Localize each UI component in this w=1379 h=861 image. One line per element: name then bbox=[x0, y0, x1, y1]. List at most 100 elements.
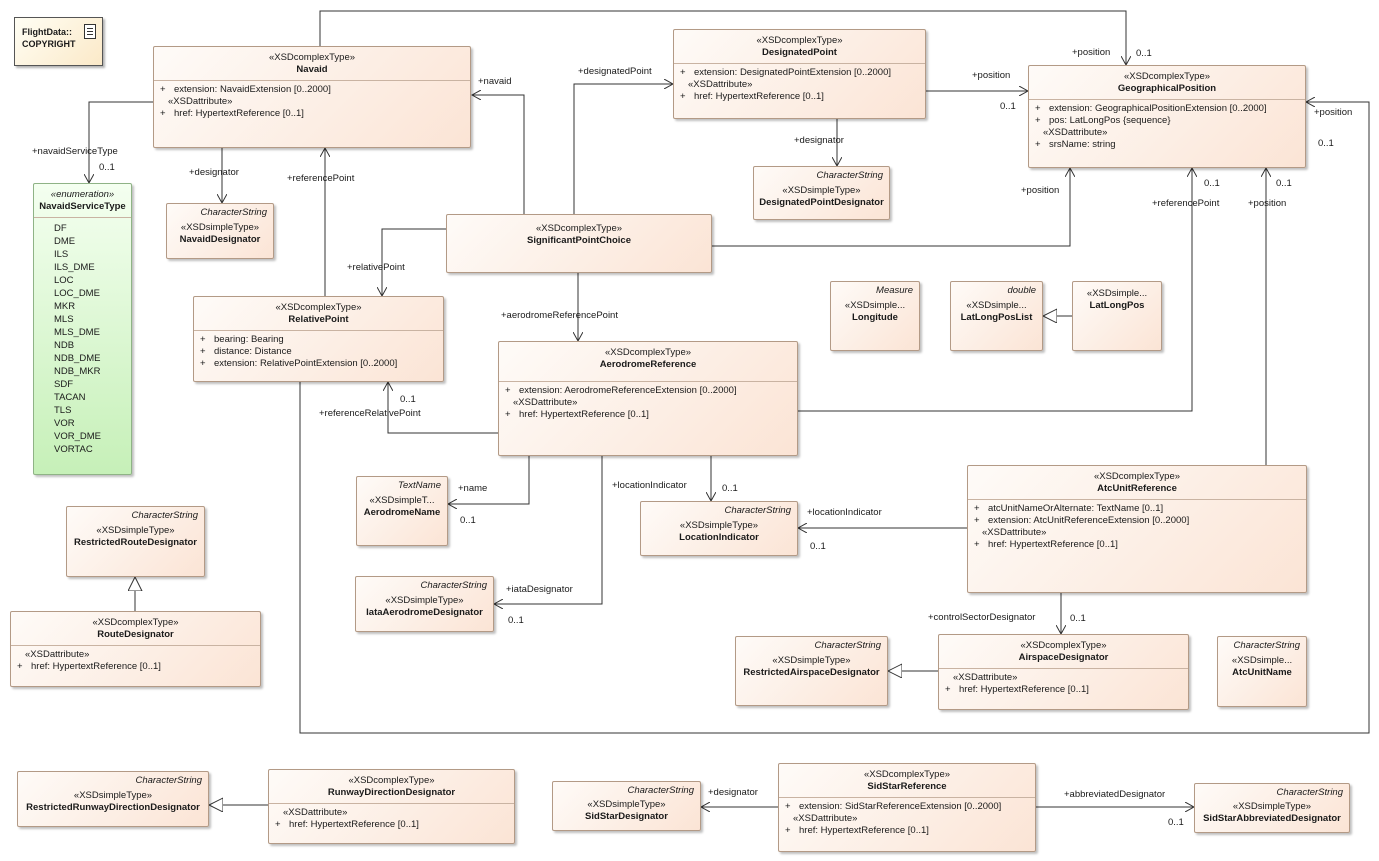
enum-literal: LOC_DME bbox=[54, 288, 100, 299]
stereotype: «XSDsimpleType» bbox=[180, 222, 260, 233]
iata-aerodrome-designator-class[interactable]: CharacterString «XSDsimpleType»IataAerod… bbox=[355, 576, 494, 632]
attribute-group: «XSDattribute» bbox=[25, 649, 90, 660]
sid-star-reference-class[interactable]: «XSDcomplexType»SidStarReference +extens… bbox=[778, 763, 1036, 852]
role-label: +aerodromeReferencePoint bbox=[501, 310, 618, 321]
enum-literal: NDB bbox=[54, 340, 75, 351]
stereotype: «XSDsimpleType» bbox=[96, 525, 175, 536]
multiplicity-label: 0..1 bbox=[1070, 613, 1086, 624]
atc-unit-name-class[interactable]: CharacterString «XSDsimple...AtcUnitName bbox=[1217, 636, 1307, 707]
class-name: Longitude bbox=[852, 312, 898, 323]
attribute-group: «XSDattribute» bbox=[793, 813, 858, 824]
class-name: NavaidDesignator bbox=[179, 234, 261, 245]
atc-unit-reference-class[interactable]: «XSDcomplexType»AtcUnitReference +atcUni… bbox=[967, 465, 1307, 593]
navaid-designator-class[interactable]: CharacterString «XSDsimpleType»NavaidDes… bbox=[166, 203, 274, 259]
role-label: +position bbox=[1248, 198, 1287, 209]
role-label: +locationIndicator bbox=[612, 480, 687, 491]
attribute: distance: Distance bbox=[214, 346, 292, 357]
location-indicator-class[interactable]: CharacterString «XSDsimpleType»LocationI… bbox=[640, 501, 798, 556]
class-name: SidStarAbbreviatedDesignator bbox=[1203, 813, 1341, 824]
stereotype: «XSDcomplexType» bbox=[863, 769, 951, 780]
stereotype: «XSDsimple... bbox=[1086, 288, 1148, 299]
role-label: +designator bbox=[794, 135, 844, 146]
enum-literal: NDB_MKR bbox=[54, 366, 101, 377]
class-name: NavaidServiceType bbox=[39, 201, 126, 212]
sid-star-designator-class[interactable]: CharacterString «XSDsimpleType»SidStarDe… bbox=[552, 781, 701, 831]
class-name: IataAerodromeDesignator bbox=[366, 607, 483, 618]
stereotype: «XSDcomplexType» bbox=[1020, 640, 1107, 651]
attribute: extension: AerodromeReferenceExtension [… bbox=[519, 385, 737, 396]
multiplicity-label: 0..1 bbox=[1318, 138, 1334, 149]
stereotype: «XSDsimpleType» bbox=[782, 185, 861, 196]
multiplicity-label: 0..1 bbox=[508, 615, 524, 626]
role-label: +iataDesignator bbox=[506, 584, 573, 595]
designated-point-class[interactable]: «XSDcomplexType»DesignatedPoint +extensi… bbox=[673, 29, 926, 119]
copyright-note[interactable]: FlightData:: COPYRIGHT bbox=[14, 17, 103, 66]
role-label: +designatedPoint bbox=[578, 66, 652, 77]
airspace-designator-class[interactable]: «XSDcomplexType»AirspaceDesignator «XSDa… bbox=[938, 634, 1189, 710]
attribute: href: HypertextReference [0..1] bbox=[959, 684, 1089, 695]
parent-type: Measure bbox=[876, 285, 913, 296]
role-label: +position bbox=[972, 70, 1011, 81]
multiplicity-label: 0..1 bbox=[460, 515, 476, 526]
attribute: pos: LatLongPos {sequence} bbox=[1049, 115, 1171, 126]
role-label: +controlSectorDesignator bbox=[928, 612, 1036, 623]
route-designator-class[interactable]: «XSDcomplexType»RouteDesignator «XSDattr… bbox=[10, 611, 261, 687]
restricted-route-designator-class[interactable]: CharacterString «XSDsimpleType»Restricte… bbox=[66, 506, 205, 577]
parent-type: CharacterString bbox=[1233, 640, 1300, 651]
role-label: +abbreviatedDesignator bbox=[1064, 789, 1166, 800]
stereotype: «XSDsimpleT... bbox=[369, 495, 435, 506]
role-label: +referencePoint bbox=[1152, 198, 1220, 209]
attribute: bearing: Bearing bbox=[214, 334, 284, 345]
longitude-class[interactable]: Measure «XSDsimple...Longitude bbox=[830, 281, 920, 351]
multiplicity-label: 0..1 bbox=[722, 483, 738, 494]
enum-literal: ILS_DME bbox=[54, 262, 95, 273]
class-name: AtcUnitName bbox=[1232, 667, 1292, 678]
multiplicity-label: 0..1 bbox=[1168, 817, 1184, 828]
stereotype: «XSDcomplexType» bbox=[1093, 471, 1181, 482]
aerodrome-name-class[interactable]: TextName «XSDsimpleT...AerodromeName bbox=[356, 476, 448, 546]
sid-star-abbreviated-designator-class[interactable]: CharacterString «XSDsimpleType»SidStarAb… bbox=[1194, 783, 1350, 833]
role-label: +relativePoint bbox=[347, 262, 405, 273]
relative-point-class[interactable]: «XSDcomplexType»RelativePoint +bearing: … bbox=[193, 296, 444, 382]
designated-point-designator-class[interactable]: CharacterString «XSDsimpleType»Designate… bbox=[753, 166, 890, 220]
note-package: FlightData:: bbox=[22, 27, 72, 37]
attribute: extension: GeographicalPositionExtension… bbox=[1049, 103, 1267, 114]
restricted-runway-direction-designator-class[interactable]: CharacterString «XSDsimpleType»Restricte… bbox=[17, 771, 209, 827]
enum-literal: DF bbox=[54, 223, 67, 234]
role-label: +referenceRelativePoint bbox=[319, 408, 421, 419]
attribute: extension: RelativePointExtension [0..20… bbox=[214, 358, 398, 369]
lat-long-pos-list-class[interactable]: double «XSDsimple...LatLongPosList bbox=[950, 281, 1043, 351]
geographical-position-class[interactable]: «XSDcomplexType»GeographicalPosition +ex… bbox=[1028, 65, 1306, 168]
parent-type: CharacterString bbox=[724, 505, 791, 516]
document-icon bbox=[84, 24, 96, 39]
lat-long-pos-class[interactable]: «XSDsimple...LatLongPos bbox=[1072, 281, 1162, 351]
enum-literal: MLS bbox=[54, 314, 74, 325]
multiplicity-label: 0..1 bbox=[1276, 178, 1292, 189]
multiplicity-label: 0..1 bbox=[1136, 48, 1152, 59]
navaid-class[interactable]: «XSDcomplexType»Navaid +extension: Navai… bbox=[153, 46, 471, 148]
enum-literal: ILS bbox=[54, 249, 69, 260]
stereotype: «XSDcomplexType» bbox=[268, 52, 356, 63]
role-label: +locationIndicator bbox=[807, 507, 882, 518]
runway-direction-designator-class[interactable]: «XSDcomplexType»RunwayDirectionDesignato… bbox=[268, 769, 515, 844]
parent-type: CharacterString bbox=[131, 510, 198, 521]
significant-point-choice-class[interactable]: «XSDcomplexType»SignificantPointChoice bbox=[446, 214, 712, 273]
restricted-airspace-designator-class[interactable]: CharacterString «XSDsimpleType»Restricte… bbox=[735, 636, 888, 706]
aerodrome-reference-class[interactable]: «XSDcomplexType»AerodromeReference +exte… bbox=[498, 341, 798, 456]
stereotype: «XSDcomplexType» bbox=[1123, 71, 1211, 82]
attribute: href: HypertextReference [0..1] bbox=[174, 108, 304, 119]
parent-type: CharacterString bbox=[420, 580, 487, 591]
attribute: extension: AtcUnitReferenceExtension [0.… bbox=[988, 515, 1190, 526]
attribute: href: HypertextReference [0..1] bbox=[31, 661, 161, 672]
enum-literal: LOC bbox=[54, 275, 74, 286]
parent-type: CharacterString bbox=[814, 640, 881, 651]
stereotype: «XSDsimple... bbox=[844, 300, 906, 311]
class-name: SidStarDesignator bbox=[585, 811, 668, 822]
enum-literal: VOR bbox=[54, 418, 75, 429]
enum-literal: TACAN bbox=[54, 392, 86, 403]
enum-literal: VOR_DME bbox=[54, 431, 101, 442]
class-name: AtcUnitReference bbox=[1097, 483, 1177, 494]
stereotype: «XSDcomplexType» bbox=[275, 302, 362, 313]
class-name: DesignatedPointDesignator bbox=[759, 197, 884, 208]
